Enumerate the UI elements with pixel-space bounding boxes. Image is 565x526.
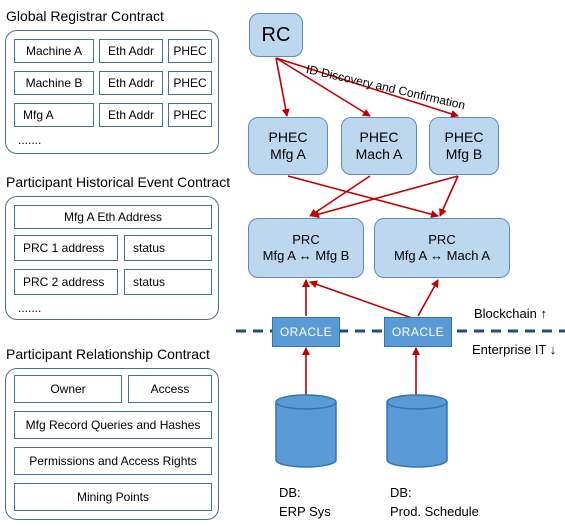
- owner-cell: Owner: [14, 375, 122, 403]
- db-label-line: ERP Sys: [279, 503, 331, 519]
- phec-mfga-to-prc2-arrow: [287, 175, 439, 219]
- oracle2-to-prc1-arrow: [309, 280, 413, 319]
- registrar-more: .......: [18, 133, 42, 147]
- registrar-cell: Machine A: [14, 39, 94, 63]
- prc-mfga-mfgb-node: PRC Mfg A ↔ Mfg B: [248, 218, 364, 278]
- phec-mfgb-to-prc2-arrow: [439, 175, 459, 217]
- prc-label: PRC: [292, 231, 320, 247]
- db-prod-cylinder: [386, 394, 448, 468]
- prc-label: PRC: [428, 231, 456, 247]
- relationship-panel: Owner Access Mfg Record Queries and Hash…: [5, 368, 219, 520]
- phec-label: PHEC: [268, 128, 308, 145]
- registrar-cell: PHEC: [168, 103, 212, 127]
- db-label-line: Prod. Schedule: [390, 503, 479, 519]
- access-cell: Access: [128, 375, 212, 403]
- oracle2-to-prc2-arrow: [417, 279, 439, 317]
- rc-label: RC: [261, 23, 291, 46]
- registrar-cell: Machine B: [14, 71, 94, 95]
- db-erp-label: DB: ERP Sys: [279, 484, 331, 522]
- rc-node: RC: [249, 13, 303, 57]
- registrar-cell: Eth Addr: [99, 71, 163, 95]
- relationship-row: Mining Points: [14, 483, 212, 511]
- historical-cell: PRC 1 address: [14, 235, 118, 261]
- enterprise-it-label: Enterprise IT ↓: [472, 342, 557, 357]
- phec-mfgb-to-prc1-arrow: [311, 175, 459, 219]
- phec-label: Mach A: [355, 146, 403, 162]
- blockchain-label: Blockchain ↑: [474, 306, 547, 321]
- historical-cell: PRC 2 address: [14, 269, 118, 295]
- phec-label: Mfg A: [270, 146, 306, 162]
- db-label-line: DB:: [390, 485, 412, 500]
- registrar-cell: Eth Addr: [99, 39, 163, 63]
- relationship-row: Mfg Record Queries and Hashes: [14, 411, 212, 439]
- phec-macha-node: PHEC Mach A: [341, 117, 417, 175]
- relationship-row: Permissions and Access Rights: [14, 447, 212, 475]
- oracle-prod: ORACLE: [384, 317, 452, 347]
- phec-mfga-node: PHEC Mfg A: [248, 117, 328, 175]
- registrar-title: Global Registrar Contract: [6, 8, 164, 24]
- registrar-panel: Machine A Eth Addr PHEC Machine B Eth Ad…: [5, 30, 219, 154]
- historical-cell: status: [124, 269, 212, 295]
- historical-cell: status: [124, 235, 212, 261]
- rc-to-phec-macha-arrow: [275, 57, 371, 117]
- phec-label: PHEC: [444, 128, 484, 145]
- phec-macha-to-prc1-arrow: [309, 175, 371, 217]
- historical-header: Mfg A Eth Address: [14, 205, 212, 229]
- prc-label: Mfg A ↔ Mach A: [393, 248, 491, 263]
- db-erp-cylinder: [275, 394, 337, 468]
- phec-label: PHEC: [359, 128, 399, 145]
- prc-mfga-macha-node: PRC Mfg A ↔ Mach A: [374, 218, 510, 278]
- historical-title: Participant Historical Event Contract: [6, 174, 231, 190]
- registrar-cell: PHEC: [168, 39, 212, 63]
- db-label-line: DB:: [279, 485, 301, 500]
- registrar-cell: PHEC: [168, 71, 212, 95]
- oracle-erp: ORACLE: [272, 317, 340, 347]
- relationship-title: Participant Relationship Contract: [6, 346, 210, 362]
- phec-label: Mfg B: [445, 146, 483, 162]
- rc-to-phec-mfga-arrow: [275, 57, 290, 117]
- phec-mfgb-node: PHEC Mfg B: [429, 117, 499, 175]
- historical-more: .......: [18, 301, 42, 315]
- prc-label: Mfg A ↔ Mfg B: [262, 248, 350, 263]
- db-prod-label: DB: Prod. Schedule: [390, 484, 479, 522]
- registrar-cell: Eth Addr: [99, 103, 163, 127]
- historical-panel: Mfg A Eth Address PRC 1 address status P…: [5, 196, 219, 320]
- rc-to-phec-mfgb-arrow: [275, 57, 459, 118]
- registrar-cell: Mfg A: [14, 103, 94, 127]
